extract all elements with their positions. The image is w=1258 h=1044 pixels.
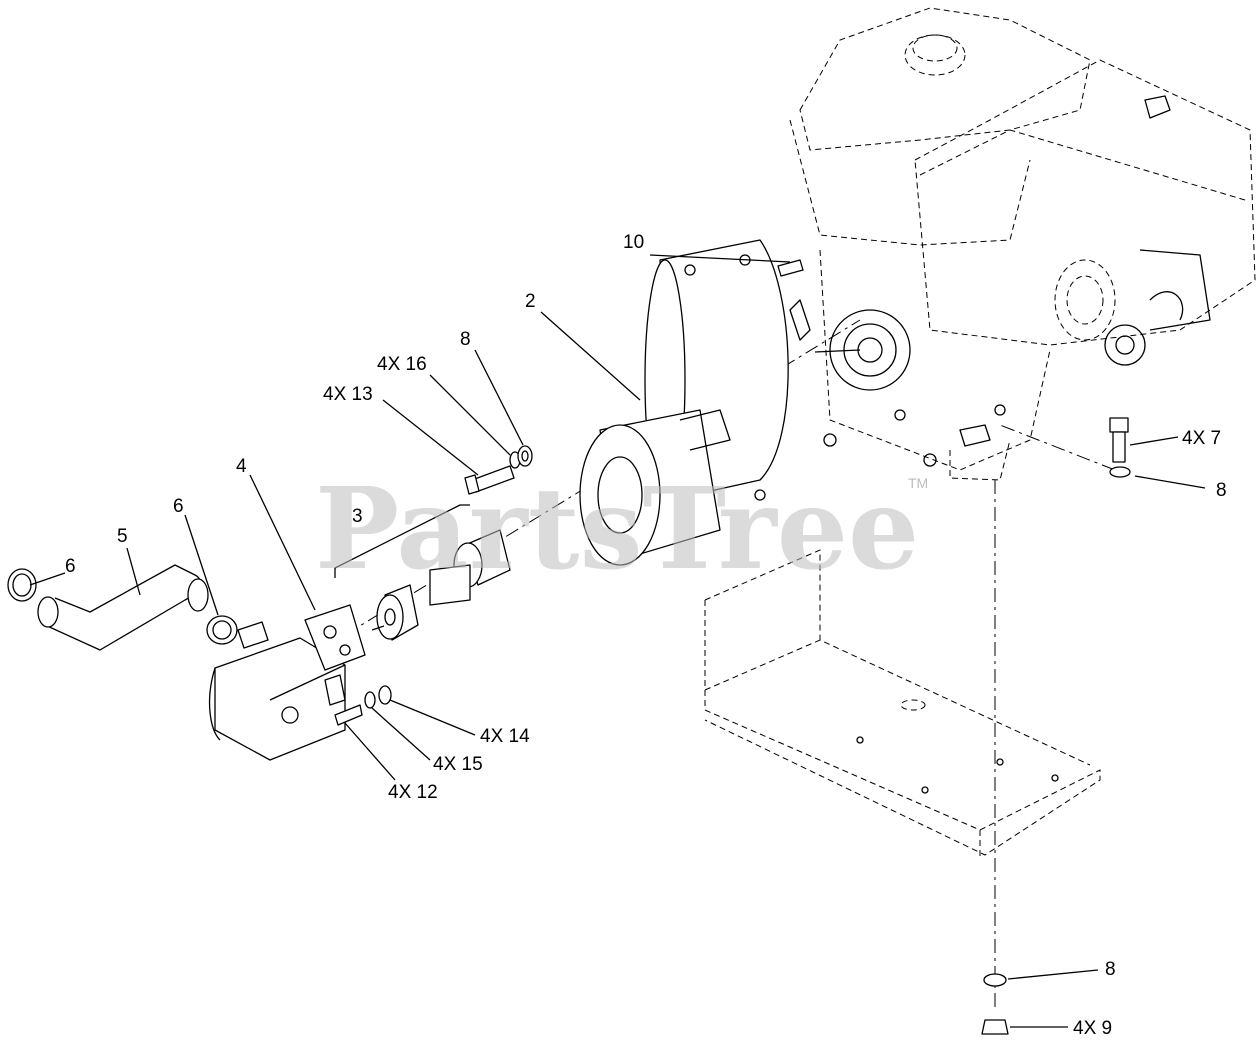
adapter-housing-part-2	[579, 239, 789, 566]
callout-2: 2	[525, 291, 536, 312]
watermark-text: PartsTree	[315, 464, 919, 595]
callout-4x15: 4X 15	[433, 754, 483, 775]
callout-10: 10	[623, 232, 644, 253]
callout-3: 3	[352, 506, 363, 527]
callout-4x7: 4X 7	[1182, 428, 1221, 449]
callout-6-middle: 6	[173, 496, 184, 517]
callout-4x9: 4X 9	[1073, 1018, 1112, 1039]
engine-assembly	[789, 7, 1256, 481]
hose-clamp-part-6	[7, 568, 238, 645]
callout-8-upper: 8	[460, 329, 471, 350]
callout-4x16: 4X 16	[377, 354, 427, 375]
coupling-part-3	[334, 504, 511, 641]
leader-lines	[29, 254, 1206, 1028]
base-plate	[704, 549, 1101, 860]
callout-8-right: 8	[1216, 480, 1227, 501]
watermark-trademark: TM	[908, 475, 928, 491]
hose-part-5	[37, 564, 209, 651]
callout-8-bottom: 8	[1105, 959, 1116, 980]
callout-4x13: 4X 13	[323, 384, 373, 405]
mount-axis-line	[999, 424, 1116, 471]
mounting-bolt-part-7	[1109, 417, 1131, 478]
pump-part-4	[208, 604, 366, 761]
bolt-washer-set-lower	[334, 685, 392, 726]
shaft-key-part-10	[777, 259, 804, 277]
washer-part-8-bottom	[983, 973, 1007, 987]
nut-part-9	[981, 1019, 1009, 1035]
callout-5: 5	[117, 526, 128, 547]
bolt-washer-set-upper	[464, 445, 533, 495]
callout-4: 4	[236, 456, 247, 477]
callout-6-left: 6	[65, 556, 76, 577]
callout-labels: 10 2 8 4X 16 4X 13 4 3 6 5 6 4X 7 8 4X 1…	[65, 232, 1227, 1039]
callout-4x12: 4X 12	[388, 782, 438, 803]
callout-4x14: 4X 14	[480, 726, 530, 747]
